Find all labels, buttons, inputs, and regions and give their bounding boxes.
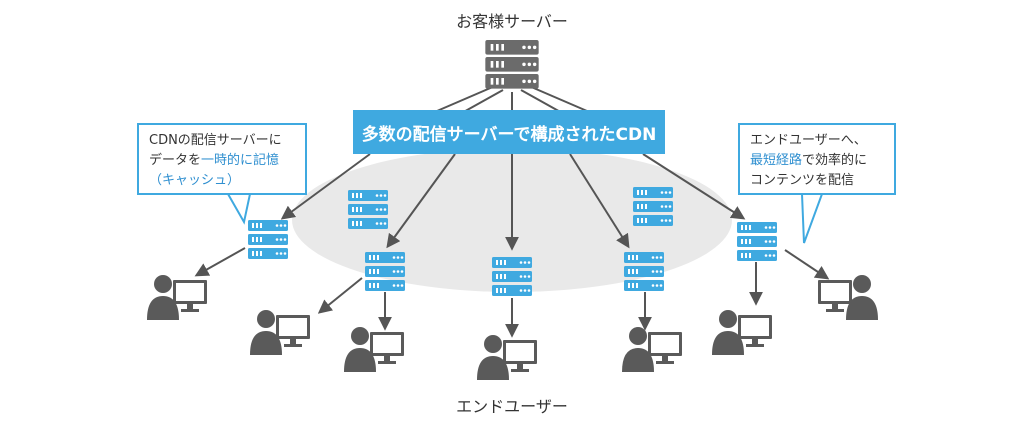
callout-text: で効率的に	[802, 153, 868, 168]
distribution-arrows	[280, 153, 746, 251]
callout-text: データを	[149, 153, 202, 168]
edge-server-icon	[348, 190, 388, 229]
callout-line: データを一時的に記憶	[149, 151, 295, 171]
origin-server-icon	[485, 40, 539, 89]
callout-line: エンドユーザーへ、	[750, 133, 867, 148]
callout-highlight: 最短経路	[750, 153, 803, 168]
edge-server-icon	[365, 252, 405, 291]
callout-line: 最短経路で効率的に	[750, 151, 884, 171]
user-at-computer-icon	[622, 327, 682, 372]
user-at-computer-icon	[344, 327, 404, 372]
callout-highlight: （キャッシュ）	[149, 173, 241, 188]
callout-line: CDNの配信サーバーに	[149, 133, 282, 148]
callout-cache: CDNの配信サーバーに データを一時的に記憶 （キャッシュ）	[137, 123, 307, 195]
edge-server-icon	[248, 220, 288, 259]
callout-left-tail	[226, 193, 252, 225]
origin-server-label: お客様サーバー	[456, 12, 568, 31]
user-at-computer-icon	[147, 275, 207, 320]
cdn-banner: 多数の配信サーバーで構成されたCDN	[353, 110, 665, 154]
callout-delivery: エンドユーザーへ、 最短経路で効率的に コンテンツを配信	[738, 123, 896, 195]
edge-server-icon	[492, 257, 532, 296]
user-at-computer-icon	[712, 310, 772, 355]
edge-server-icon	[737, 222, 777, 261]
callout-right-tail	[800, 193, 824, 244]
end-users-label: エンドユーザー	[456, 397, 568, 416]
edge-server-icon	[633, 187, 673, 226]
callout-line: コンテンツを配信	[750, 173, 855, 188]
delivery-arrows	[194, 247, 830, 338]
user-at-computer-icon	[250, 310, 310, 355]
callout-highlight: 一時的に記憶	[201, 153, 280, 168]
edge-server-icon	[624, 252, 664, 291]
user-at-computer-icon	[818, 275, 878, 320]
user-at-computer-icon	[477, 335, 537, 380]
